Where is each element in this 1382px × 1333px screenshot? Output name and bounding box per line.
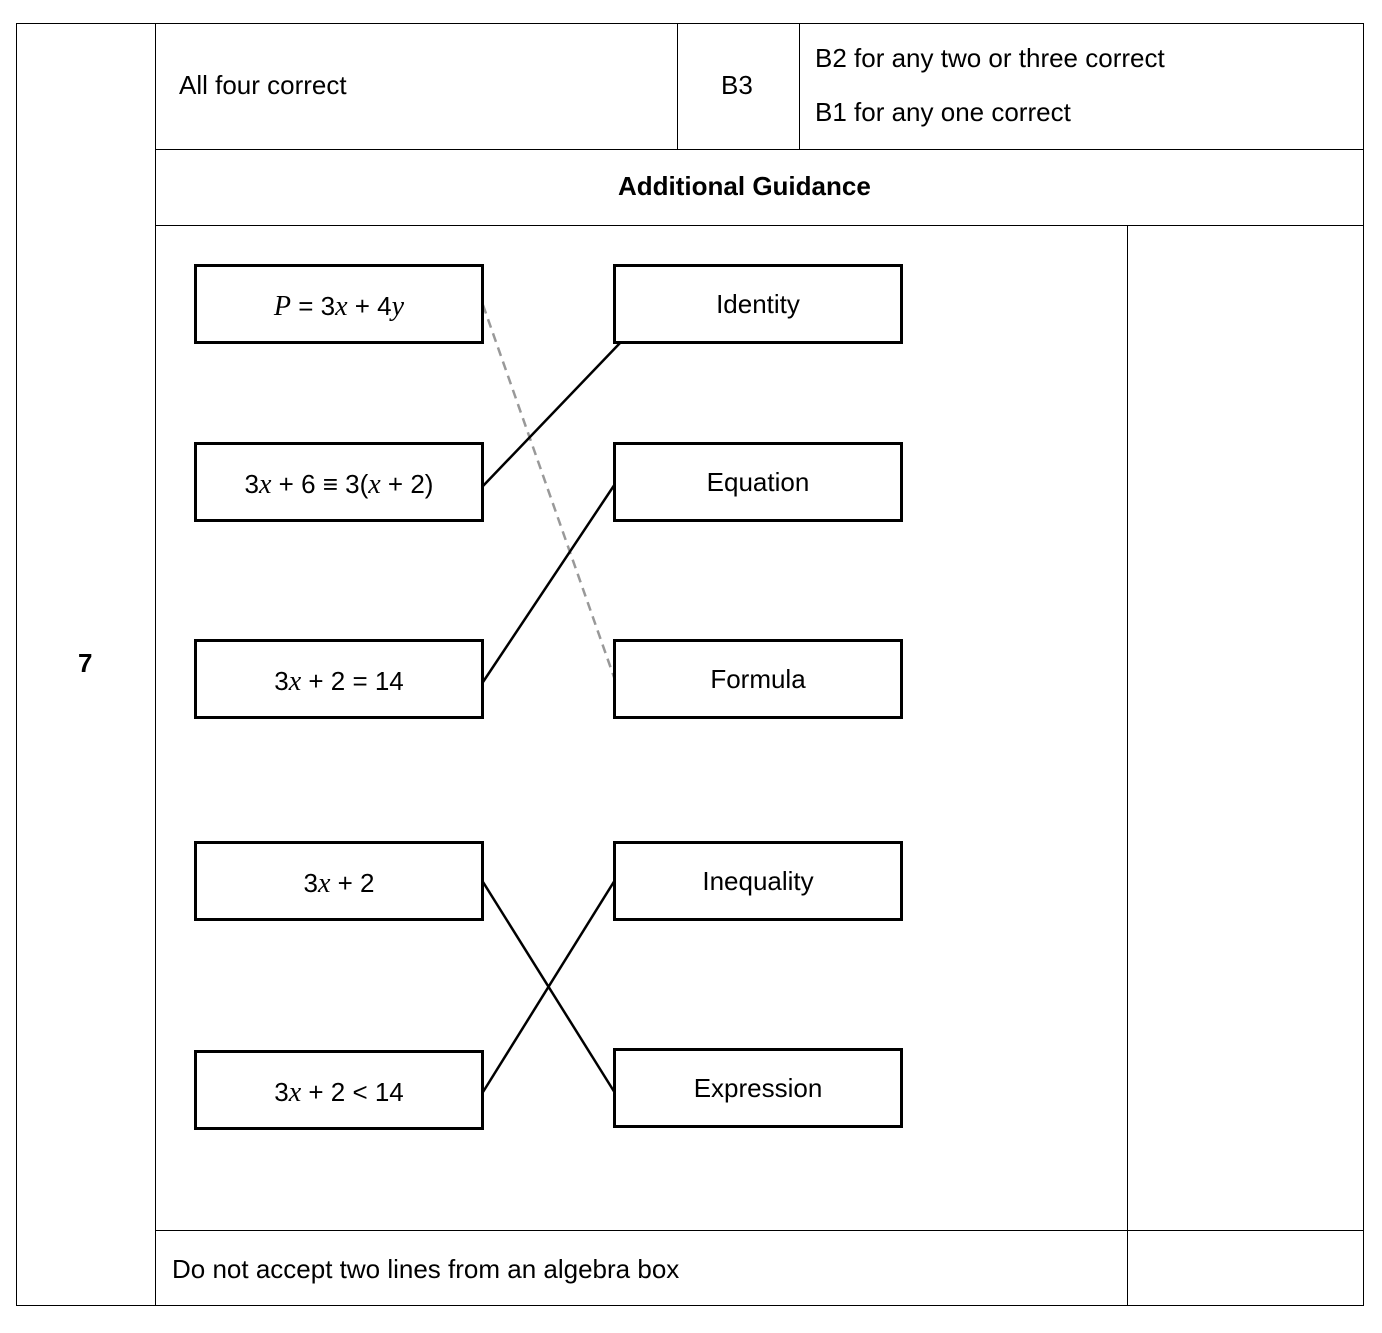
algebra-box-expression: 3x + 2 bbox=[194, 841, 484, 921]
algebra-box-identity: 3x + 6 ≡ 3(x + 2) bbox=[194, 442, 484, 522]
guidance-note: Do not accept two lines from an algebra … bbox=[172, 1254, 680, 1284]
label-expression: Expression bbox=[693, 1072, 823, 1103]
label-box-inequality: Inequality bbox=[613, 841, 903, 921]
table-border-top bbox=[16, 23, 1364, 24]
algebra-box-equation-text: 3x + 2 = 14 bbox=[274, 666, 404, 697]
line-equation bbox=[481, 483, 617, 683]
line-identity bbox=[482, 342, 621, 487]
question-number: 7 bbox=[78, 648, 93, 678]
table-border-left bbox=[16, 23, 17, 1306]
partial-mark-b1: B1 for any one correct bbox=[815, 97, 1071, 127]
mark-text: B3 bbox=[721, 70, 753, 100]
algebra-box-inequality: 3x + 2 < 14 bbox=[194, 1050, 484, 1130]
algebra-box-formula: P = 3x + 4y bbox=[194, 264, 484, 344]
algebra-box-equation: 3x + 2 = 14 bbox=[194, 639, 484, 719]
label-inequality: Inequality bbox=[702, 865, 814, 896]
label-box-expression: Expression bbox=[613, 1048, 903, 1128]
label-box-identity: Identity bbox=[613, 264, 903, 344]
label-box-formula: Formula bbox=[613, 639, 903, 719]
label-identity: Identity bbox=[716, 288, 800, 319]
label-box-equation: Equation bbox=[613, 442, 903, 522]
algebra-box-identity-text: 3x + 6 ≡ 3(x + 2) bbox=[244, 469, 434, 500]
label-equation: Equation bbox=[706, 466, 810, 497]
answer-text: All four correct bbox=[179, 70, 347, 100]
dashed-line-formula bbox=[481, 304, 617, 681]
label-formula: Formula bbox=[710, 663, 806, 694]
question-column-divider bbox=[155, 23, 156, 1306]
table-border-bottom bbox=[16, 1305, 1364, 1306]
row-divider-3 bbox=[155, 1230, 1364, 1231]
guidance-right-divider bbox=[1127, 225, 1128, 1306]
row-divider-1 bbox=[155, 149, 1364, 150]
partial-mark-b2: B2 for any two or three correct bbox=[815, 43, 1165, 73]
table-border-right bbox=[1363, 23, 1364, 1306]
row-divider-2 bbox=[155, 225, 1364, 226]
mark-comments-divider bbox=[799, 23, 800, 150]
algebra-box-formula-text: P = 3x + 4y bbox=[273, 291, 405, 322]
algebra-box-expression-text: 3x + 2 bbox=[303, 868, 375, 899]
algebra-box-inequality-text: 3x + 2 < 14 bbox=[274, 1077, 404, 1108]
guidance-heading: Additional Guidance bbox=[618, 171, 871, 201]
line-inequality bbox=[481, 879, 617, 1093]
answer-mark-divider bbox=[677, 23, 678, 150]
